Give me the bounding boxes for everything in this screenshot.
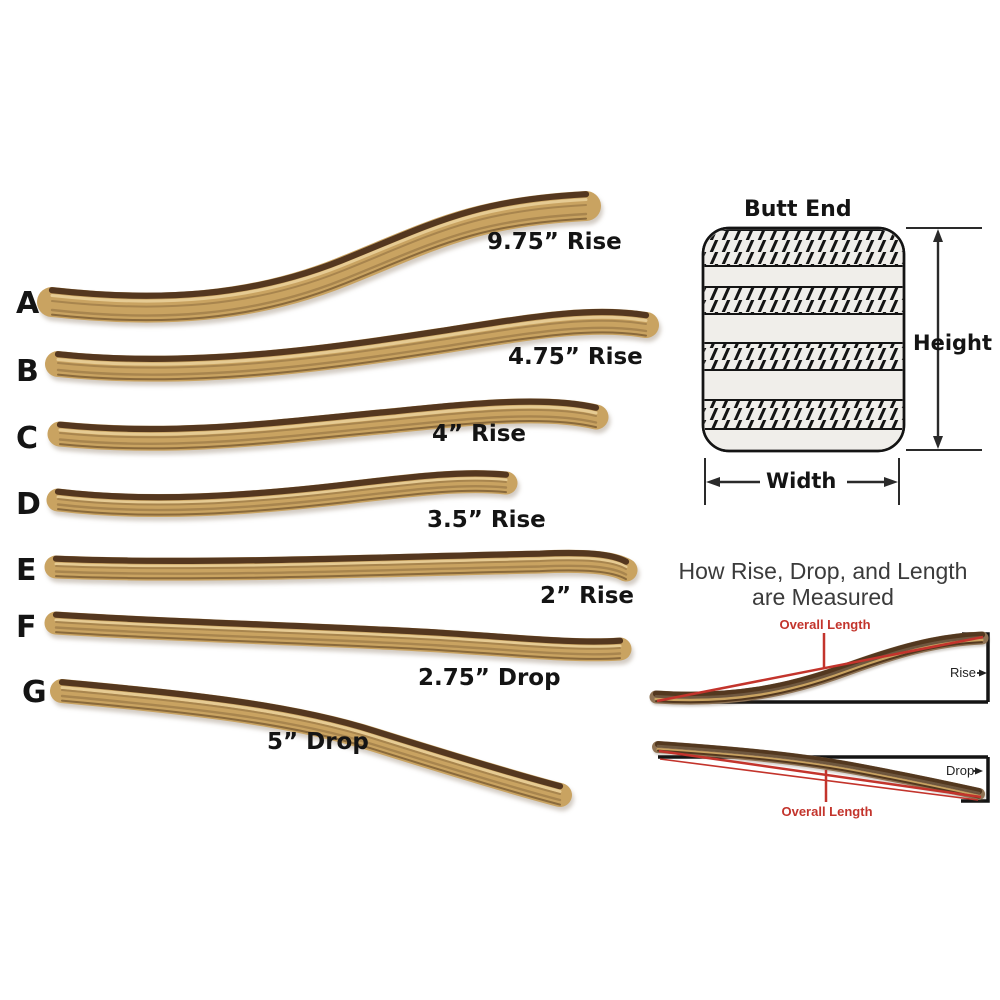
butt-end-title: Butt End	[744, 197, 852, 222]
drop-dimension-label: Drop	[946, 763, 975, 778]
wood-piece-g	[50, 679, 572, 807]
piece-letter-c: C	[16, 421, 39, 456]
lamination-hatch-bands	[704, 229, 903, 430]
piece-letter-a: A	[16, 286, 40, 321]
height-dimension-arrow	[906, 227, 982, 451]
height-label: Height	[913, 331, 993, 355]
drop-overall-length-line	[658, 749, 982, 799]
rise-dimension-label: Rise	[950, 665, 977, 680]
piece-letter-b: B	[16, 354, 39, 389]
drop-measurement-diagram	[652, 741, 990, 803]
guide-title-line1: How Rise, Drop, and Length	[678, 558, 968, 584]
drop-overall-length-label: Overall Length	[781, 804, 873, 819]
drop-pointer-arrow	[975, 767, 983, 775]
measurement-label-g: 5” Drop	[267, 729, 369, 755]
piece-letter-f: F	[16, 610, 37, 645]
rise-overall-length-label: Overall Length	[779, 617, 871, 632]
wood-piece-a	[37, 191, 601, 323]
wood-piece-f	[44, 611, 632, 662]
wood-piece-c	[47, 398, 609, 451]
width-dimension-arrow	[704, 458, 900, 505]
rise-measurement-diagram	[649, 631, 990, 705]
measurement-label-a: 9.75” Rise	[487, 229, 622, 255]
measurement-label-d: 3.5” Rise	[427, 507, 546, 533]
measurement-label-f: 2.75” Drop	[418, 665, 561, 691]
drop-wood-piece	[652, 741, 985, 800]
wood-piece-b	[45, 308, 659, 382]
measurement-label-b: 4.75” Rise	[508, 344, 643, 370]
piece-letter-g: G	[22, 675, 47, 710]
rise-pointer-arrow	[979, 669, 987, 677]
rise-wood-piece	[649, 631, 989, 705]
measurement-label-e: 2” Rise	[540, 583, 635, 609]
wood-piece-e	[44, 549, 638, 582]
rise-overall-length-line	[656, 635, 984, 703]
piece-letter-d: D	[16, 487, 41, 522]
piece-letter-e: E	[16, 553, 37, 588]
guide-title: How Rise, Drop, and Length are Measured	[643, 558, 1000, 610]
width-label: Width	[766, 469, 837, 493]
butt-end-cross-section	[701, 226, 906, 453]
drop-overall-length-line-2	[659, 758, 979, 801]
measurement-label-c: 4” Rise	[432, 421, 527, 447]
guide-title-line2: are Measured	[752, 584, 894, 610]
wood-piece-d	[46, 470, 518, 518]
